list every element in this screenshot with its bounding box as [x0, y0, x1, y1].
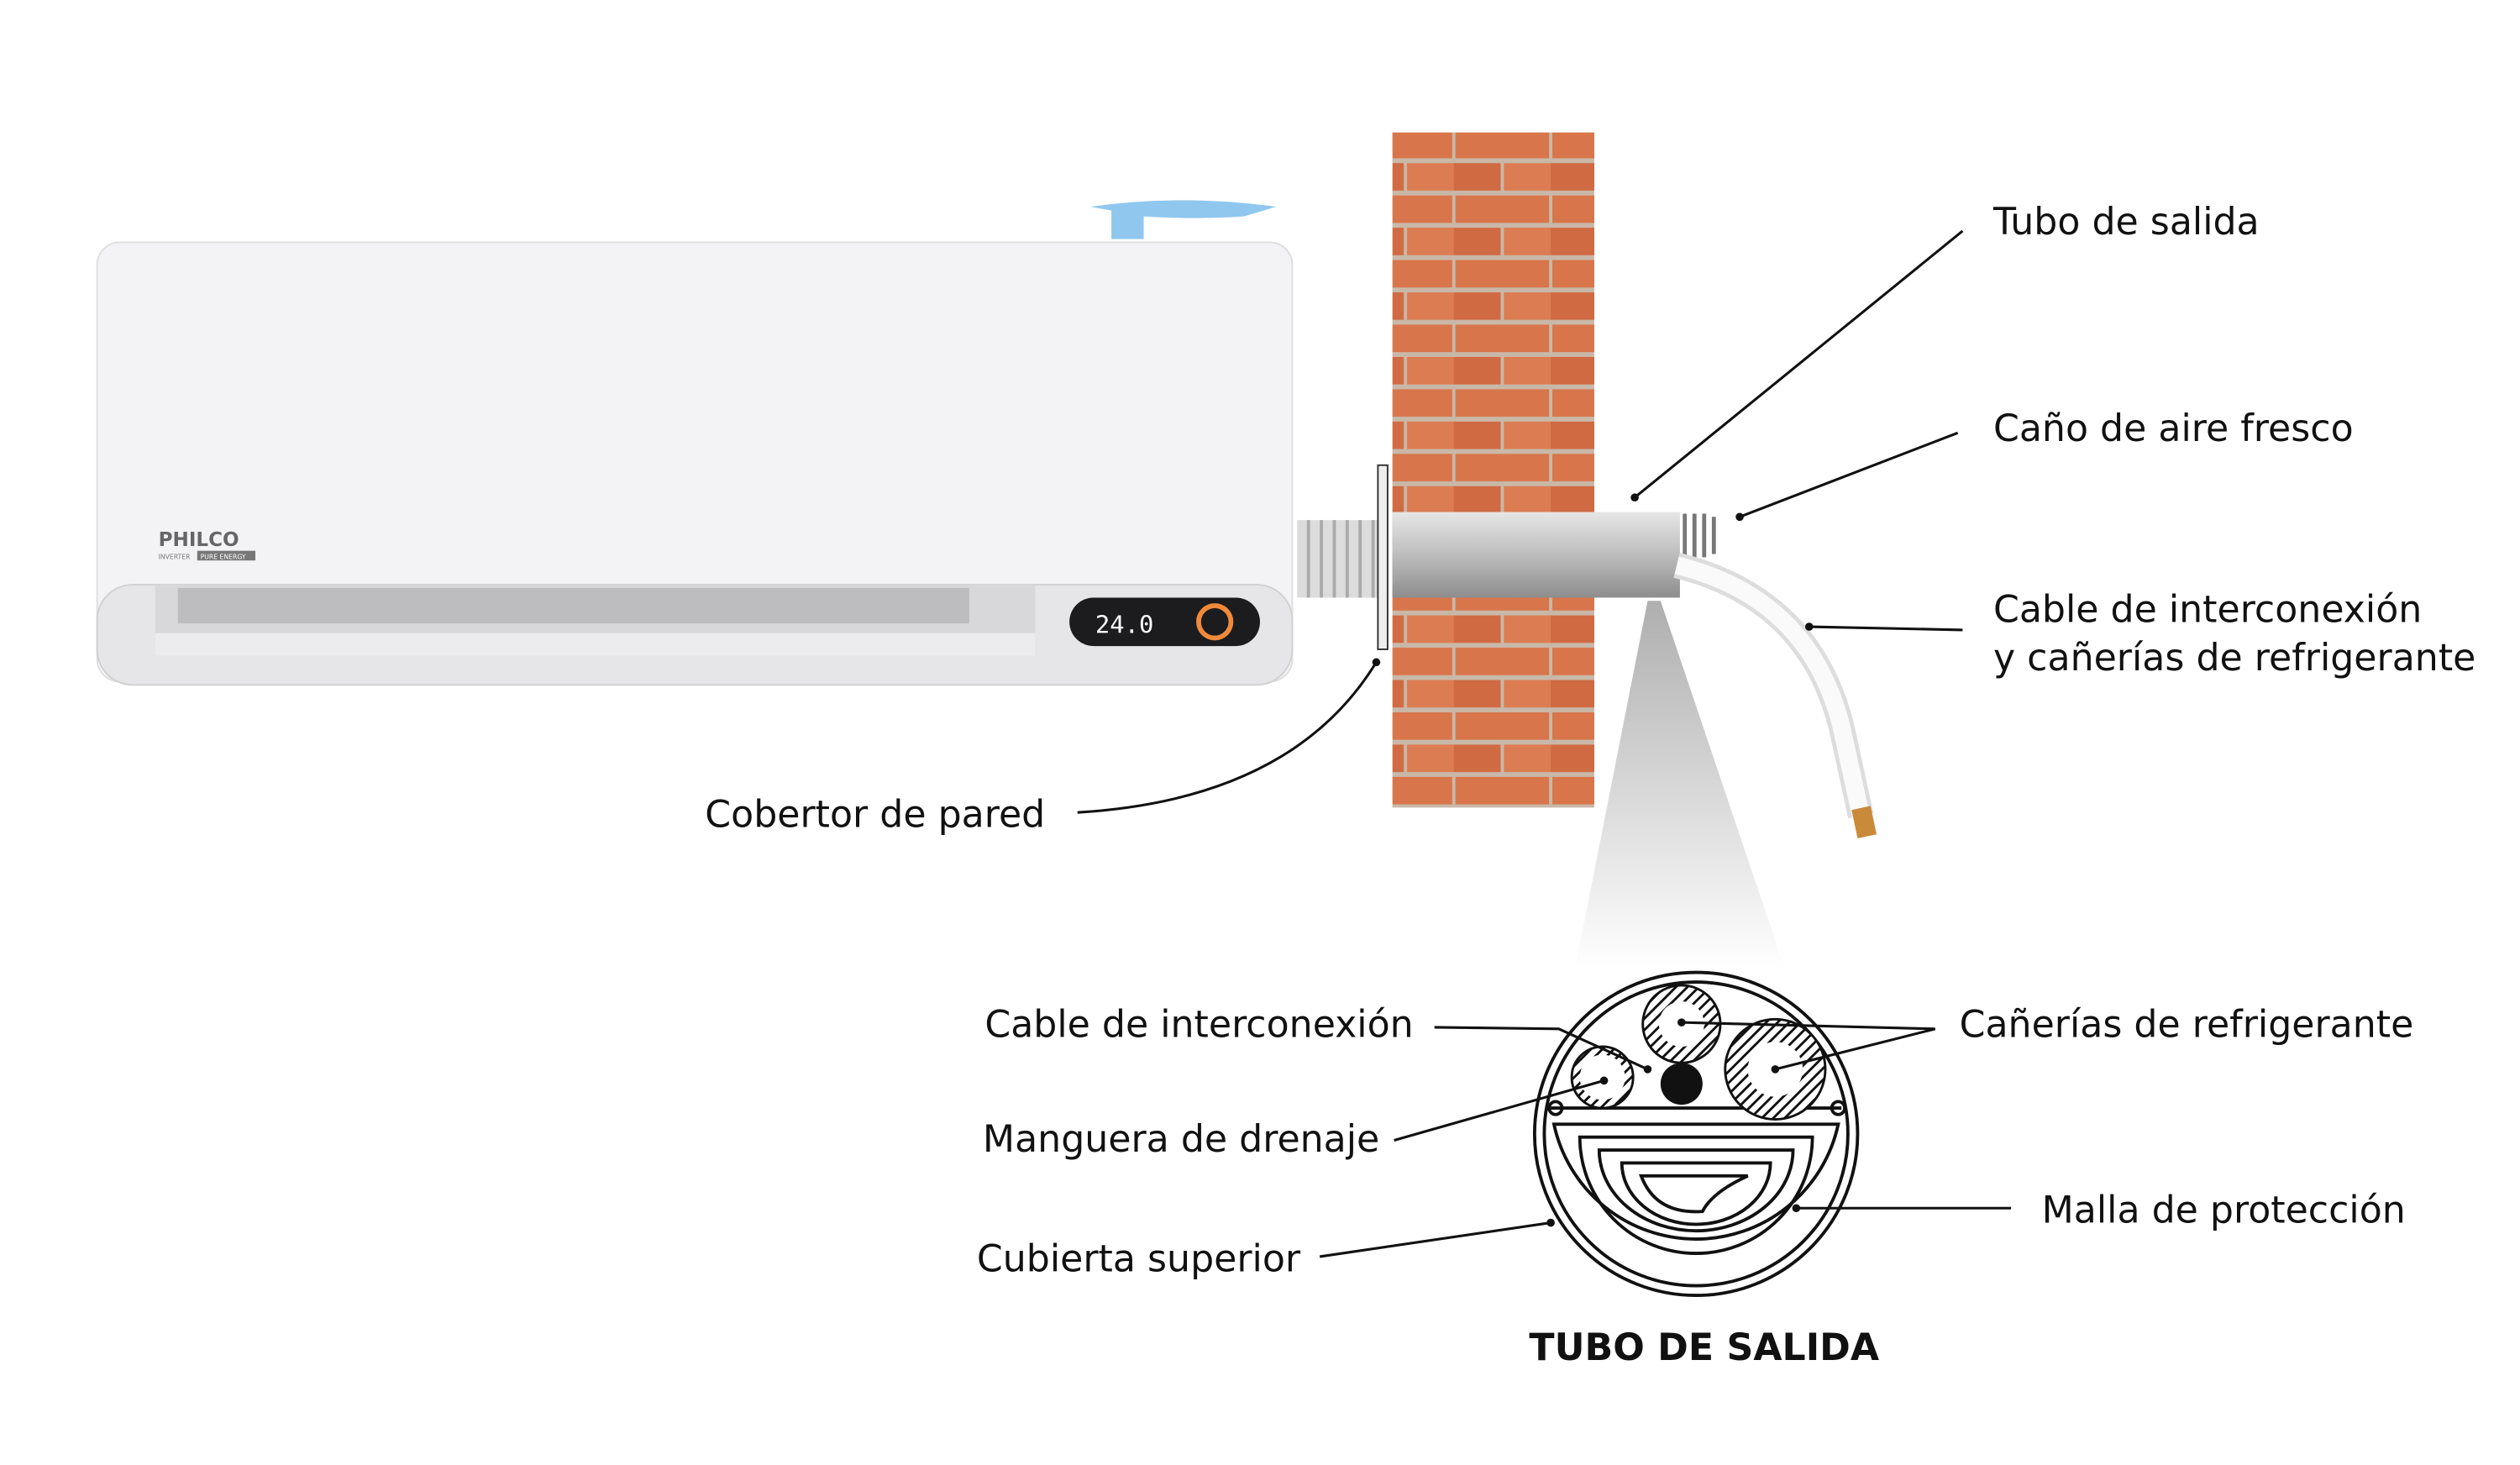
label-refrigerant-pipes: Cañerías de refrigerante	[1960, 1003, 2414, 1046]
brand-sub-pure-energy: PURE ENERGY	[201, 553, 246, 560]
label-interconnect-1: Cable de interconexión	[1993, 588, 2422, 631]
flex-hose	[1297, 520, 1385, 598]
label-wall-cover: Cobertor de pared	[705, 793, 1045, 836]
cross-section-title: TUBO DE SALIDA	[1529, 1326, 1879, 1369]
display-ring-icon	[1196, 603, 1234, 641]
magnify-cone	[1574, 601, 1785, 969]
leader-lines	[1077, 229, 2012, 1258]
wall-cover	[1377, 464, 1389, 650]
brand-sub-inverter: INVERTER	[159, 553, 191, 560]
label-outlet-tube: Tubo de salida	[1992, 201, 2260, 244]
outlet-tube	[1392, 512, 1680, 598]
display-temperature: 24.0	[1095, 611, 1153, 639]
brick-wall	[1392, 132, 1595, 808]
brand-logo: PHILCO	[159, 529, 239, 551]
tube-cross-section	[1532, 970, 1860, 1298]
fresh-air-spring	[1683, 513, 1716, 558]
label-drain-hose: Manguera de drenaje	[983, 1118, 1379, 1161]
label-protection-mesh: Malla de protección	[2042, 1189, 2406, 1232]
ac-unit: 24.0 PHILCO INVERTER PURE ENERGY	[96, 200, 1294, 686]
label-fresh-air-pipe: Caño de aire fresco	[1993, 407, 2354, 450]
label-top-cover: Cubierta superior	[977, 1237, 1301, 1280]
label-interconnect-2: y cañerías de refrigerante	[1993, 637, 2475, 680]
label-interconnect-cable: Cable de interconexión	[984, 1003, 1413, 1046]
